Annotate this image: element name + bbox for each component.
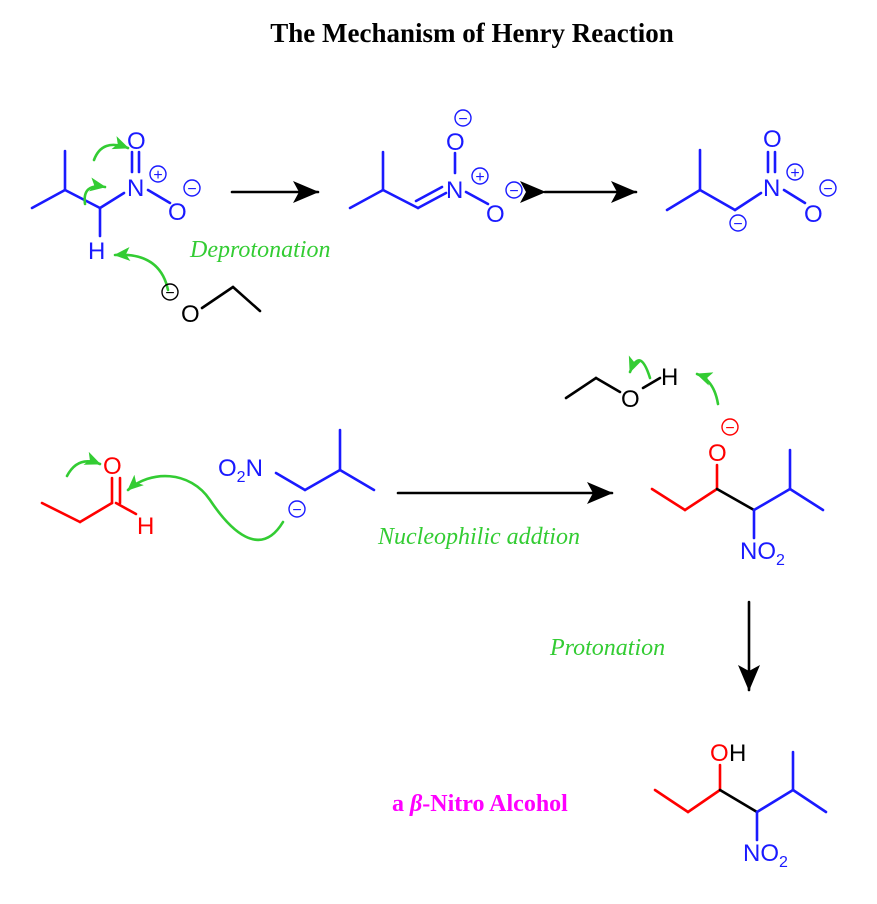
electron-arrow: [83, 177, 107, 206]
oxygen-atom: O: [103, 453, 122, 480]
electron-arrow: [92, 136, 130, 162]
nitroalkane-reactant: N O + O − H: [30, 128, 201, 265]
oxygen-atom: O: [181, 301, 200, 328]
propanal: O H: [40, 453, 154, 540]
minus-charge: −: [187, 181, 196, 198]
step-label-nucleophilic-addition: Nucleophilic addtion: [377, 524, 580, 550]
minus-charge: −: [165, 285, 174, 302]
nitronate-anion: N O − + O −: [348, 109, 523, 228]
step-label-protonation: Protonation: [549, 635, 665, 661]
plus-charge: +: [790, 165, 799, 182]
oxygen-atom: O: [763, 126, 782, 153]
ethoxide-base: − O: [161, 283, 262, 328]
minus-charge: −: [733, 216, 742, 233]
hydrogen-atom: H: [729, 740, 746, 767]
oxygen-atom: O: [127, 128, 146, 155]
alkoxide-intermediate: O − NO2: [650, 418, 825, 569]
plus-charge: +: [153, 167, 162, 184]
minus-charge: −: [725, 420, 734, 437]
plus-charge: +: [475, 169, 484, 186]
electron-arrow: [628, 355, 652, 380]
ethanol: O H: [564, 364, 678, 413]
oxygen-atom: O: [486, 201, 505, 228]
nitrogen-atom: N: [763, 175, 780, 202]
nitrogen-atom: N: [127, 175, 144, 202]
step-label-deprotonation: Deprotonation: [189, 237, 330, 263]
o2n-label: O2N: [218, 455, 263, 486]
nitro-group-label: NO2: [743, 840, 788, 871]
beta-nitro-alcohol-product: O H NO2: [653, 740, 828, 871]
minus-charge: −: [292, 502, 301, 519]
electron-arrow: [113, 247, 170, 292]
minus-charge: −: [509, 183, 518, 200]
oxygen-atom: O: [708, 440, 727, 467]
electron-arrow: [65, 451, 102, 478]
page-title: The Mechanism of Henry Reaction: [270, 18, 673, 48]
oxygen-atom: O: [168, 199, 187, 226]
hydrogen-atom: H: [661, 364, 678, 391]
oxygen-atom: O: [446, 129, 465, 156]
hydrogen-atom: H: [88, 238, 105, 265]
hydrogen-atom: H: [137, 513, 154, 540]
minus-charge: −: [458, 111, 467, 128]
oxygen-atom: O: [710, 740, 729, 767]
minus-charge: −: [823, 181, 832, 198]
nitro-carbanion: O2N −: [218, 428, 376, 519]
oxygen-atom: O: [804, 201, 823, 228]
oxygen-atom: O: [621, 386, 640, 413]
electron-arrow: [126, 474, 285, 542]
carbanion-resonance-form: − N O + O −: [665, 126, 837, 233]
nitro-group-label: NO2: [740, 538, 785, 569]
electron-arrow: [695, 372, 720, 406]
nitrogen-atom: N: [446, 177, 463, 204]
product-label: a β-Nitro Alcohol: [392, 791, 568, 817]
